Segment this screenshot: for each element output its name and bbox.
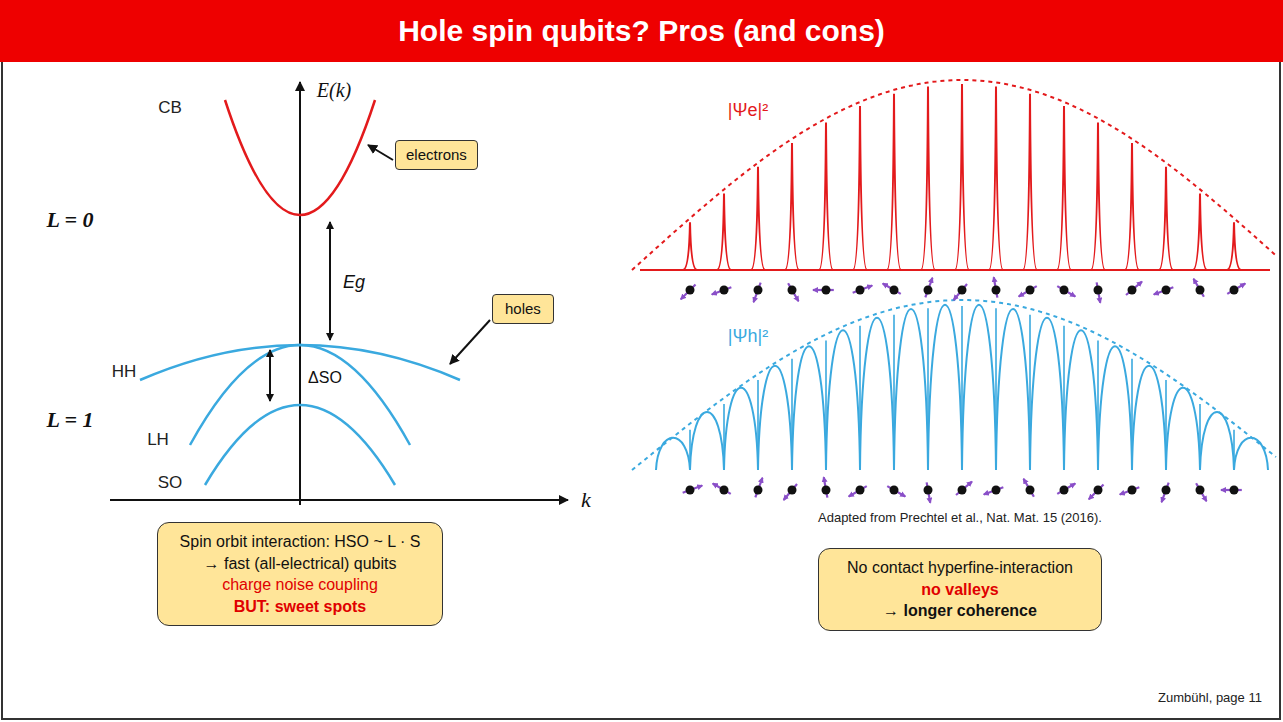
slide-title: Hole spin qubits? Pros (and cons) — [0, 0, 1283, 62]
box-text: no valleys — [847, 579, 1073, 601]
quantum-number: L = 0 — [46, 207, 93, 233]
box-text: BUT: sweet spots — [180, 596, 421, 618]
axis-label: k — [581, 487, 591, 513]
figure-caption: Adapted from Prechtel et al., Nat. Mat. … — [818, 510, 1102, 525]
gap-label: ΔSO — [308, 369, 342, 387]
axis-label: E(k) — [317, 79, 351, 102]
band-label: HH — [112, 362, 137, 382]
band-label: SO — [158, 473, 183, 493]
gap-label: Eg — [343, 272, 365, 293]
box-text: holes — [505, 299, 541, 319]
summary-box: Spin orbit interaction: HSO ~ L · S→ fas… — [157, 522, 444, 626]
box-text: Spin orbit interaction: HSO ~ L · S — [180, 531, 421, 553]
callout-box: electrons — [395, 140, 478, 170]
wavefunction-label: |Ψh|² — [728, 326, 768, 347]
box-text: electrons — [406, 145, 467, 165]
callout-box: holes — [492, 294, 554, 324]
box-text: → fast (all-electrical) qubits — [180, 553, 421, 575]
wavefunction-label: |Ψe|² — [728, 100, 768, 121]
summary-box: No contact hyperfine-interactionno valle… — [818, 548, 1102, 631]
band-label: LH — [147, 430, 169, 450]
box-text: → longer coherence — [847, 600, 1073, 622]
box-text: charge noise coupling — [180, 574, 421, 596]
quantum-number: L = 1 — [46, 407, 93, 433]
band-label: CB — [158, 98, 182, 118]
box-text: No contact hyperfine-interaction — [847, 557, 1073, 579]
page-footer: Zumbühl, page 11 — [1158, 690, 1262, 705]
